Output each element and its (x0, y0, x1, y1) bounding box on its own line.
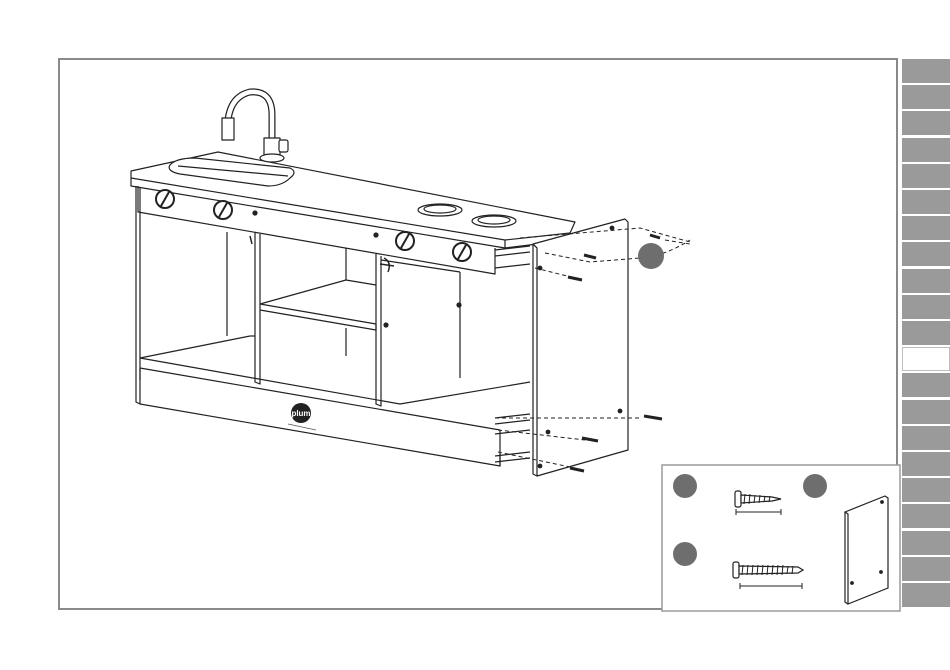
panel-icon (845, 496, 888, 604)
plum-logo: plum (288, 403, 316, 430)
svg-text:plum: plum (291, 409, 310, 418)
parts-legend (662, 465, 900, 611)
step-marker-a (638, 243, 664, 269)
part-marker-b (673, 542, 697, 566)
part-marker-c (803, 474, 827, 498)
part-marker-a (673, 474, 697, 498)
side-panel (533, 219, 628, 476)
faucet-icon (222, 92, 288, 162)
